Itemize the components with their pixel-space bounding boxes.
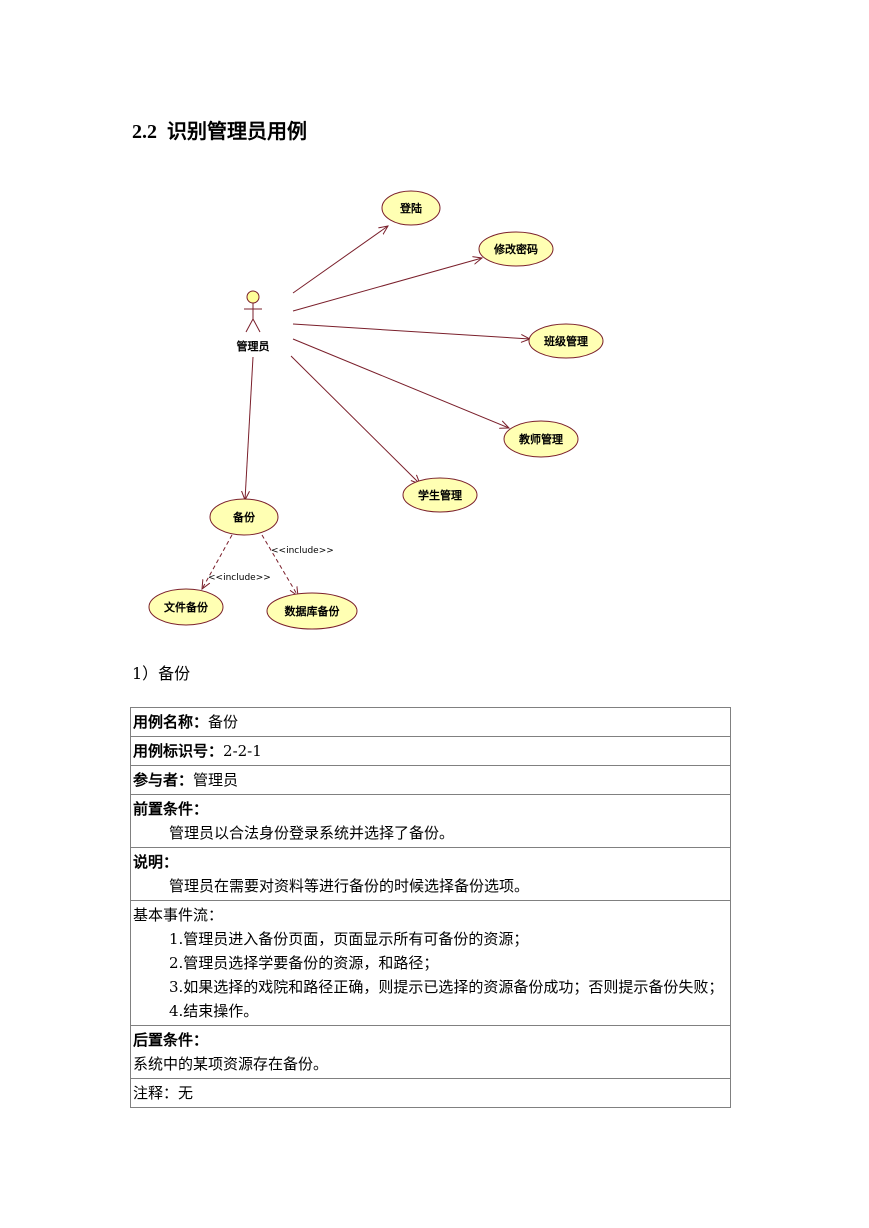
flow-step: 1.管理员进入备份页面，页面显示所有可备份的资源；: [169, 930, 529, 948]
actor-label: 管理员: [237, 339, 270, 353]
row-flow: 基本事件流： 1.管理员进入备份页面，页面显示所有可备份的资源； 2.管理员选择…: [130, 900, 731, 1026]
assoc-backup: [245, 356, 254, 500]
id-label: 用例标识号: [133, 742, 209, 760]
use-case-student-mgmt: [402, 477, 478, 513]
actor-label-cell: 参与者: [133, 771, 179, 789]
use-case-backup-label: 备份: [232, 510, 256, 524]
include-label-file: <<include>>: [208, 573, 271, 583]
row-actor: 参与者：管理员: [130, 765, 731, 795]
assoc-login: [292, 226, 388, 294]
use-case-diagram: 管理员 <<include>> <<include>> 登陆 修改密码 班级管理…: [148, 190, 604, 630]
id-value: 2-2-1: [223, 742, 262, 760]
flow-step: 3.如果选择的戏院和路径正确，则提示已选择的资源备份成功；否则提示备份失败；: [169, 978, 724, 996]
subsection-heading: 1）备份: [132, 664, 191, 683]
row-postcondition: 后置条件： 系统中的某项资源存在备份。: [130, 1025, 731, 1079]
name-label: 用例名称: [133, 713, 194, 731]
actor-value: 管理员: [193, 771, 239, 789]
precondition-text: 管理员以合法身份登录系统并选择了备份。: [169, 824, 455, 842]
flow-step: 2.管理员选择学要备份的资源，和路径；: [169, 954, 439, 972]
precondition-label: 前置条件：: [133, 800, 209, 818]
use-case-file-backup-label: 文件备份: [164, 600, 209, 614]
actor-figure: [244, 290, 262, 333]
use-case-db-backup: [266, 592, 358, 630]
include-label-db: <<include>>: [271, 546, 334, 556]
use-case-login: [381, 190, 441, 226]
use-case-class-mgmt: [528, 323, 604, 359]
name-value: 备份: [208, 713, 239, 731]
assoc-class-mgmt: [292, 323, 530, 339]
use-case-backup: [209, 498, 279, 536]
use-case-change-password-label: 修改密码: [493, 242, 538, 256]
assoc-teacher-mgmt: [292, 338, 509, 428]
use-case-class-mgmt-label: 班级管理: [544, 334, 588, 348]
note-text: 注释：无: [133, 1084, 194, 1102]
use-case-file-backup: [148, 588, 224, 626]
row-precondition: 前置条件： 管理员以合法身份登录系统并选择了备份。: [130, 794, 731, 848]
row-note: 注释：无: [130, 1078, 731, 1108]
description-text: 管理员在需要对资料等进行备份的时候选择备份选项。: [169, 877, 530, 895]
flow-step: 4.结束操作。: [169, 1002, 259, 1020]
use-case-db-backup-label: 数据库备份: [285, 604, 341, 618]
include-file-backup: [202, 534, 233, 589]
assoc-student-mgmt: [290, 355, 420, 484]
section-number: 2.2: [132, 121, 157, 143]
use-case-teacher-mgmt-label: 教师管理: [518, 432, 563, 446]
flow-label: 基本事件流：: [133, 906, 224, 924]
use-case-spec-table: 用例名称：备份 用例标识号：2-2-1 参与者：管理员 前置条件： 管理员以合法…: [130, 707, 731, 1108]
section-heading: 2.2 识别管理员用例: [132, 115, 307, 144]
row-name: 用例名称：备份: [130, 707, 731, 737]
use-case-login-label: 登陆: [399, 201, 422, 215]
section-title: 识别管理员用例: [167, 119, 307, 143]
postcondition-label: 后置条件：: [133, 1031, 209, 1049]
postcondition-text: 系统中的某项资源存在备份。: [133, 1055, 329, 1073]
use-case-student-mgmt-label: 学生管理: [418, 488, 462, 502]
assoc-change-password: [292, 258, 482, 312]
description-label: 说明：: [133, 853, 179, 871]
row-description: 说明： 管理员在需要对资料等进行备份的时候选择备份选项。: [130, 847, 731, 901]
use-case-change-password: [478, 231, 554, 267]
include-db-backup: [261, 534, 298, 596]
use-case-teacher-mgmt: [503, 420, 579, 458]
row-id: 用例标识号：2-2-1: [130, 736, 731, 766]
